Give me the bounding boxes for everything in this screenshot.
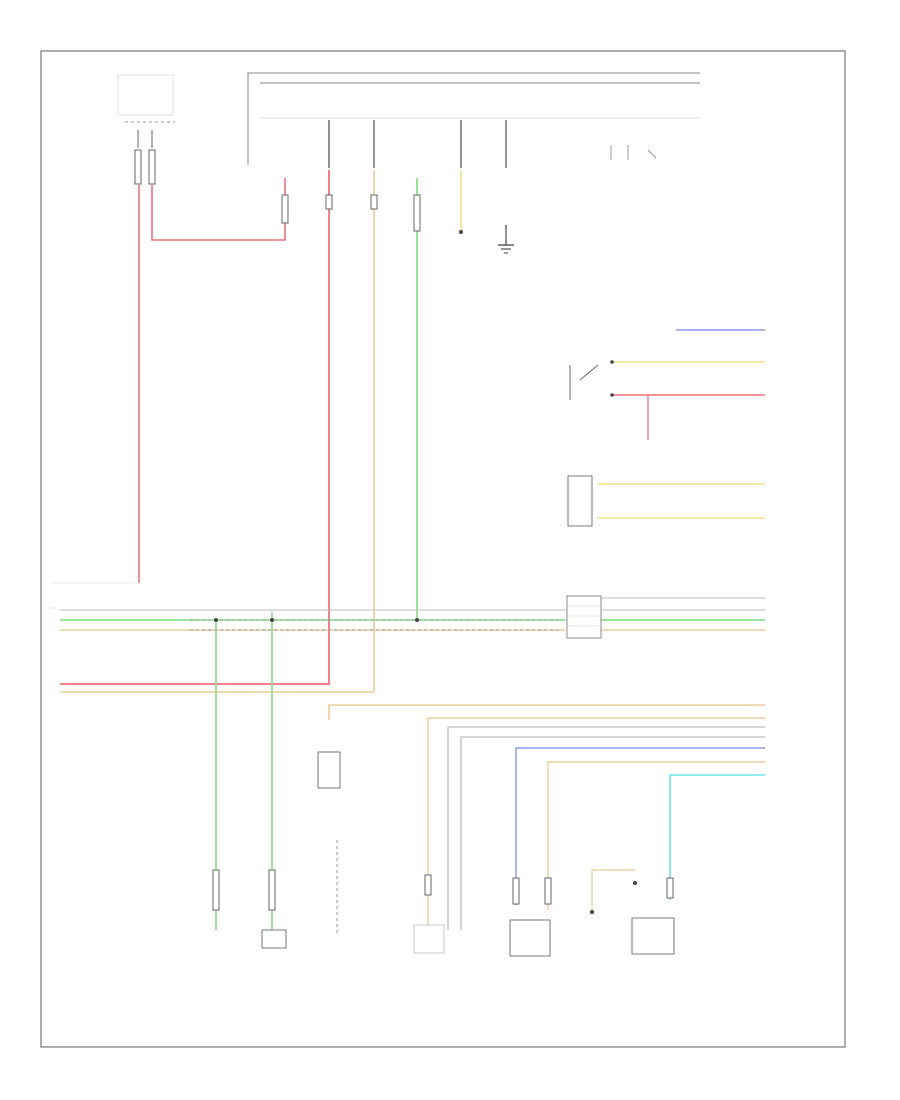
bottom-connectors: [212, 869, 674, 911]
ground-icon: [459, 225, 514, 254]
connector-icon: [566, 595, 602, 639]
green-wires: [60, 178, 765, 930]
red-wires: [60, 170, 765, 685]
splice-dashes: [190, 619, 560, 935]
bottom-components: [261, 881, 675, 957]
yellow-tan-wires: [60, 170, 765, 930]
top-module-pins: [328, 120, 657, 168]
left-edge-markers: [50, 582, 139, 609]
diagram-frame: [40, 50, 846, 1048]
brake-switch-icon: [317, 751, 341, 789]
top-bus-bracket: [247, 72, 700, 165]
blue-cyan-gray-wires: [60, 329, 765, 930]
splice-dots: [214, 618, 419, 622]
switch-icon: [569, 360, 614, 400]
sensor-icon: [567, 475, 593, 527]
fuse-block-icon: [117, 74, 175, 185]
